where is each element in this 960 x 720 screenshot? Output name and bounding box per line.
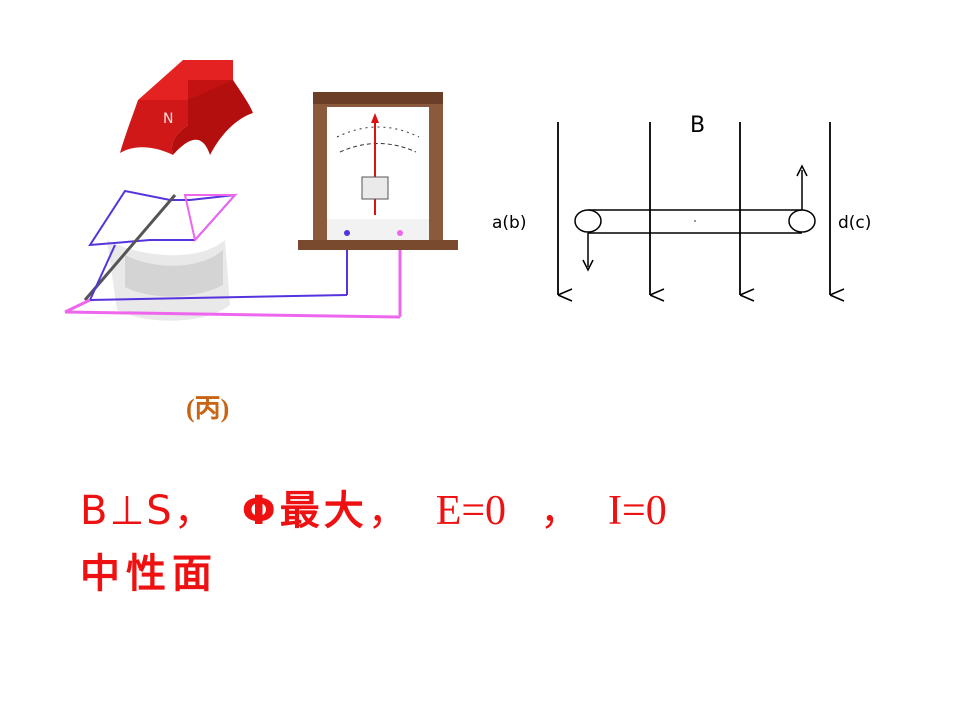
label-ab: a(b) [492,213,526,233]
magnet-label: N [163,111,173,127]
current-zero: I=0 [608,488,667,534]
s-pole-piece-icon [107,240,230,321]
conductor-dc [788,209,816,233]
separator: ， [367,488,408,534]
coil-cross-section [574,209,816,234]
separator: ， [540,488,581,534]
conclusion-line-1: B⊥S，Φ最大，E=0，I=0 [80,487,667,535]
conductor-ab [574,209,602,233]
field-lines [557,122,830,295]
separator: ， [173,488,214,534]
neutral-plane-label: 中性面 [80,551,218,597]
perpendicular-condition: B⊥S [80,488,174,534]
n-pole-magnet-icon: N [120,60,253,155]
velocity-arrows [582,164,808,272]
figure-caption: (丙) [186,394,230,423]
flux-maximum: Φ最大 [241,488,368,534]
field-label: B [690,113,705,138]
emf-zero: E=0 [435,488,507,534]
label-dc: d(c) [838,213,871,233]
galvanometer-icon [298,92,458,250]
generator-illustration: N [64,60,458,321]
magnetic-field-diagram: B a(b) d(c) [492,113,871,310]
